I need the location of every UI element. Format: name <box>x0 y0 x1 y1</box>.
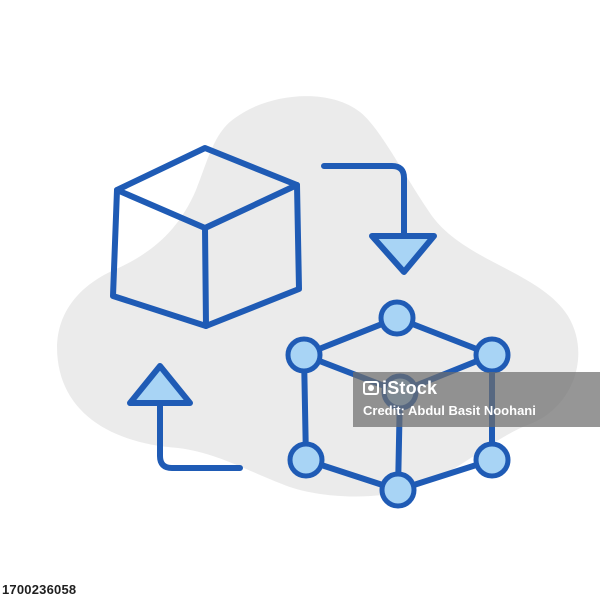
arrow-down-shaft <box>321 163 407 239</box>
node-lower-right <box>473 441 511 479</box>
arrow-up-head <box>127 363 193 406</box>
brand-logo-icon <box>363 380 379 396</box>
arrow-curved-up-icon <box>127 363 243 471</box>
watermark-credit: Credit: Abdul Basit Noohani <box>363 403 536 418</box>
cube-vertical-edge <box>202 225 209 329</box>
arrow-curved-down-icon <box>321 163 437 275</box>
node-bottom <box>379 471 417 509</box>
node-upper-right <box>473 336 511 374</box>
node-upper-left <box>285 336 323 374</box>
background-blob <box>57 96 579 497</box>
cube-icon <box>110 145 302 329</box>
node-lower-left <box>287 441 325 479</box>
arrow-up-shaft <box>157 400 243 471</box>
asset-id: 1700236058 <box>2 582 77 597</box>
watermark-brand: iStock <box>363 378 592 398</box>
cube-outline <box>110 145 302 329</box>
arrow-down-head <box>369 233 437 275</box>
watermark-brand-name: iStock <box>382 378 438 398</box>
node-top <box>378 299 416 337</box>
watermark-banner: iStock Credit: Abdul Basit Noohani <box>353 372 600 427</box>
